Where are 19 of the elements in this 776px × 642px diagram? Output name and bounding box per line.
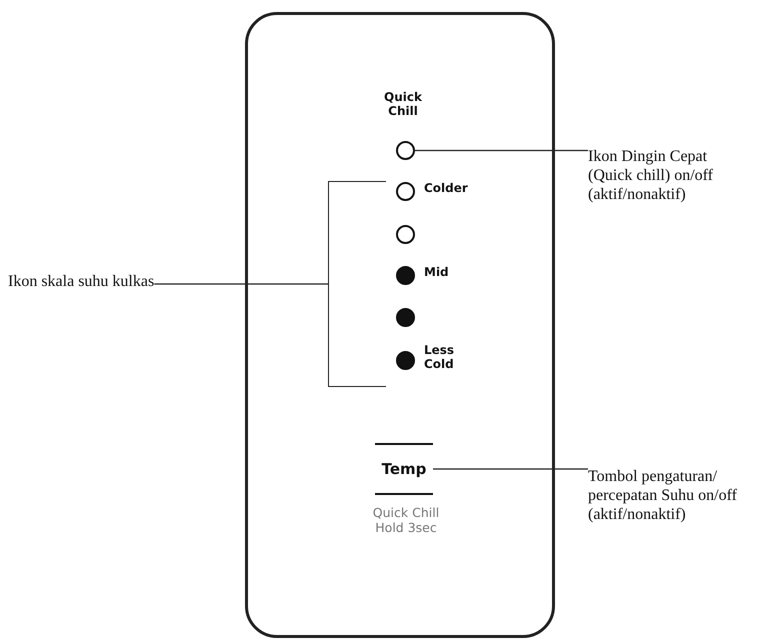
callout-text: Ikon Dingin Cepat (Quick chill) on/off (aktif/nonaktif) [588,147,753,207]
bracket [328,181,386,387]
callout-text: Tombol pengaturan/ percepatan Suhu on/off (aktif/nonaktif) [588,467,763,527]
leader-line [154,283,328,285]
leader-line [433,468,588,470]
indicator-label: Less Cold [424,343,456,371]
temp-button: Temp [375,443,433,495]
callout-text: Ikon skala suhu kulkas [8,272,154,292]
leader-line [415,150,588,152]
control-panel [245,12,555,638]
led-indicator [396,141,415,160]
led-indicator [396,308,415,327]
indicator-label: Mid [424,265,450,279]
led-indicator [396,182,415,201]
button-caption: Quick Chill Hold 3sec [372,505,440,535]
led-indicator [396,225,415,244]
led-indicator [396,351,415,370]
led-indicator [396,266,415,285]
indicator-label: Quick Chill [383,90,423,118]
